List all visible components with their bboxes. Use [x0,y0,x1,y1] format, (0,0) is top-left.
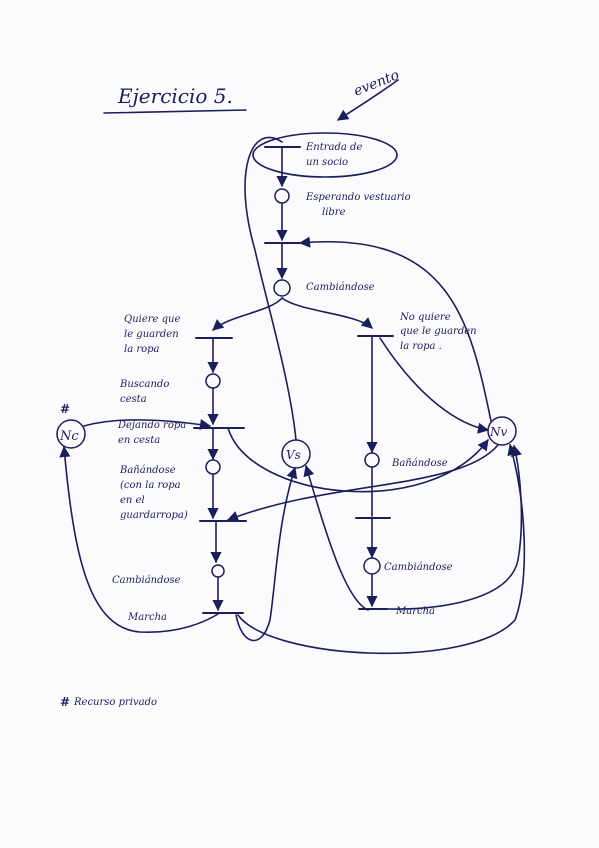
event-highlight [252,132,398,178]
label-entrada-1: Entrada de [305,142,362,153]
label-quiere-2: le guarden [124,329,179,340]
label-esperando-1: Esperando vestuario [305,192,411,203]
arc-nv-to-guardarropa [226,444,499,522]
label-cambiandose-top: Cambiándose [306,282,375,293]
label-banandose-left-4: guardarropa) [120,510,188,521]
p-banandose-right [364,452,380,468]
label-quiere-1: Quiere que [124,314,180,325]
label-buscando-2: cesta [120,394,147,405]
arc-marcha-right-to-nv [386,444,523,610]
resource-vs-label: Vs [286,448,301,462]
label-marcha-left: Marcha [127,612,167,623]
resource-nc [56,419,86,449]
diagram-title: Ejercicio 5. [117,84,233,108]
resource-nv-label: Nv [489,425,508,439]
title-underline [103,109,247,114]
label-quiere-3: la ropa [124,344,160,355]
arc-no-quiere-to-nv [379,337,490,434]
p-banandose-left [205,459,221,475]
arc-marcha-to-nc [59,445,219,633]
arc-nv-to-vestuario [298,236,492,422]
label-no-quiere-2: que le guarden [400,326,477,337]
label-dejando-2: en cesta [118,435,160,446]
label-marcha-right: Marcha [395,606,435,617]
arc-marcha-left-to-vs [235,466,298,642]
arc-nc-to-cesta [83,418,212,431]
legend-mark: # [60,695,70,709]
p-esperando [274,188,290,204]
label-cambiandose-left: Cambiándose [112,575,181,586]
event-note-arrow [337,79,399,121]
arc-vs-to-entrada [244,136,297,441]
label-banandose-left-1: Bañándose [119,465,176,476]
p-cambiandose-left [211,564,225,578]
label-no-quiere-1: No quiere [399,312,451,323]
label-entrada-2: un socio [306,157,348,168]
label-buscando-1: Buscando [119,379,169,390]
p-cambiandose-right [363,557,381,575]
p-buscando [205,373,221,389]
arc-marcha-left-to-nv [237,443,526,655]
label-banandose-right: Bañándose [391,458,448,469]
arc-to-quiere [212,297,283,331]
label-esperando-2: libre [322,207,346,218]
arc-marcha-right-to-vs [303,464,369,611]
p-cambiandose-top [273,279,291,297]
label-banandose-left-2: (con la ropa [120,480,181,491]
arc-cesta-to-nv [227,427,489,493]
label-banandose-left-3: en el [120,495,145,506]
label-dejando-1: Dejando ropa [117,420,186,431]
label-no-quiere-3: la ropa . [400,341,442,352]
resource-nc-mark: # [60,402,70,416]
arc-to-no-quiere [281,297,373,329]
legend-text: Recurso privado [73,697,157,708]
label-cambiandose-right: Cambiándose [384,562,453,573]
resource-nc-label: Nc [59,429,79,444]
